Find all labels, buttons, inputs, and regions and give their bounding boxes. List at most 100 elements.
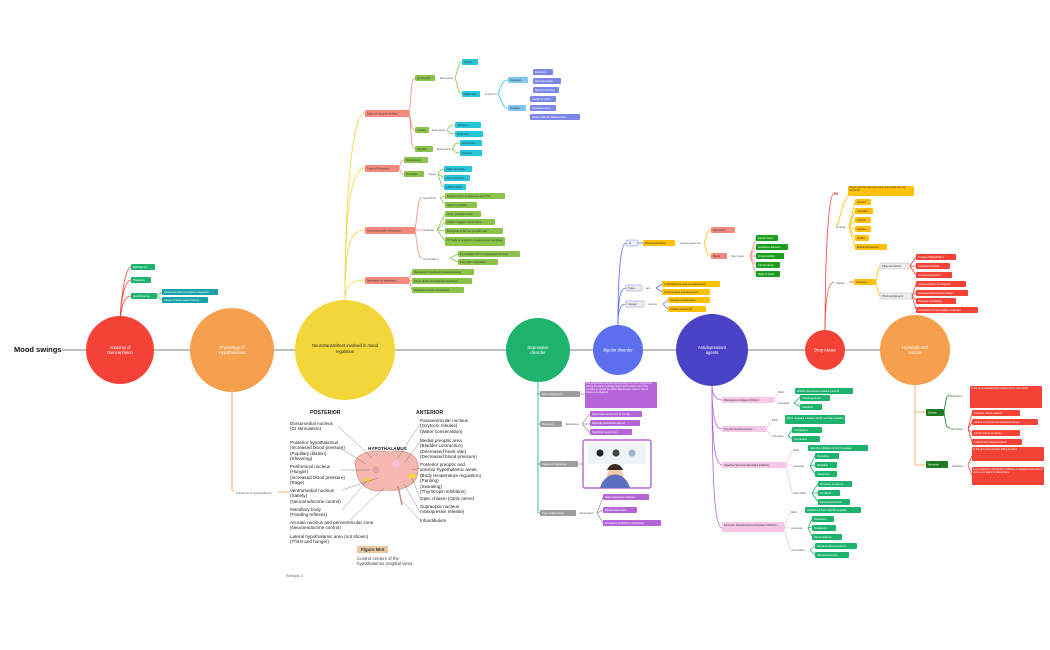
node-snri-e3[interactable] [812, 534, 842, 540]
node-peptides[interactable] [415, 146, 433, 152]
node-r4[interactable] [972, 439, 1022, 445]
node-drug-def[interactable] [848, 186, 914, 196]
node-opioids[interactable] [855, 217, 871, 223]
node-receptors[interactable] [508, 77, 528, 83]
node-control-mood[interactable] [530, 96, 556, 102]
node-m2[interactable] [445, 202, 477, 208]
node-m8[interactable] [458, 259, 498, 265]
node-tca-e2[interactable] [792, 436, 820, 442]
hub-physiology[interactable] [190, 308, 274, 392]
node-nt-metabolism[interactable] [365, 227, 415, 234]
node-p7[interactable] [916, 307, 978, 313]
node-m4[interactable] [756, 262, 780, 268]
node-homicide-def2[interactable] [972, 467, 1044, 485]
node-snri-se2[interactable] [815, 552, 849, 558]
node-mania[interactable] [711, 253, 727, 259]
node-d1[interactable] [412, 269, 474, 275]
node-t2[interactable] [603, 507, 637, 513]
node-maoi-e2[interactable] [800, 404, 822, 410]
node-snri-e1[interactable] [812, 516, 834, 522]
node-m3[interactable] [445, 211, 481, 217]
node-types-receptors[interactable] [365, 165, 399, 172]
node-serotonin[interactable] [455, 122, 481, 128]
node-snri-se1[interactable] [815, 543, 857, 549]
node-tca-moa[interactable] [785, 415, 845, 424]
node-hyp-ans[interactable] [162, 289, 218, 295]
node-anion[interactable] [444, 175, 470, 181]
hub-drug-abuse[interactable] [805, 330, 845, 370]
node-mood-degradation[interactable] [643, 240, 675, 246]
hub-homicide-suicide[interactable] [880, 315, 950, 385]
node-p6[interactable] [916, 298, 956, 304]
node-mech-depression[interactable] [365, 277, 409, 284]
node-hypothalamus[interactable] [131, 293, 157, 299]
node-endorphins[interactable] [460, 140, 482, 146]
node-maoi-e1[interactable] [800, 395, 830, 401]
node-types-nt[interactable] [365, 110, 409, 117]
node-ssri-e1[interactable] [815, 453, 839, 459]
hub-antidepressant[interactable] [676, 314, 748, 386]
node-suicide[interactable] [926, 409, 944, 416]
node-tca-e1[interactable] [792, 427, 822, 433]
node-tolerance[interactable] [854, 279, 876, 285]
node-s1[interactable] [590, 411, 642, 417]
node-ty1[interactable] [662, 281, 720, 287]
node-ssri-e2[interactable] [815, 462, 837, 468]
node-snri-moa[interactable] [805, 507, 861, 513]
node-how-diagnosed[interactable] [540, 391, 580, 397]
node-ssri[interactable] [722, 462, 786, 468]
node-m4[interactable] [445, 219, 495, 225]
node-epithalamus[interactable] [131, 264, 155, 270]
node-causes[interactable] [625, 300, 645, 308]
hub-neuro[interactable] [295, 300, 395, 400]
node-is[interactable] [625, 239, 639, 247]
subtopic-2[interactable]: Subtopic 2 [286, 574, 303, 578]
node-regulates-sleep[interactable] [530, 105, 556, 111]
node-m5[interactable] [445, 228, 503, 234]
node-aminoacids[interactable] [415, 75, 435, 81]
node-diagnose-text[interactable] [585, 382, 657, 408]
node-m3[interactable] [756, 253, 784, 259]
node-d2[interactable] [412, 278, 472, 284]
node-ssri-se2[interactable] [818, 490, 840, 496]
root-topic[interactable]: Mood swings [14, 345, 62, 354]
node-hyp-sleep[interactable] [162, 297, 208, 303]
node-cation[interactable] [444, 166, 472, 172]
node-m6[interactable] [445, 237, 505, 246]
node-t1[interactable] [603, 494, 649, 500]
node-m7[interactable] [458, 251, 520, 257]
node-meth[interactable] [855, 244, 887, 250]
node-p5[interactable] [916, 290, 968, 296]
node-causes-depression[interactable] [540, 461, 578, 467]
node-neuroprotection[interactable] [533, 78, 561, 84]
node-m2[interactable] [756, 244, 788, 250]
node-s2[interactable] [590, 420, 640, 426]
node-maoi-moa[interactable] [795, 388, 853, 394]
node-p4[interactable] [916, 281, 966, 287]
node-mdma[interactable] [855, 235, 869, 241]
node-r1[interactable] [972, 410, 1020, 416]
node-ssri-se3[interactable] [818, 499, 850, 505]
node-r3[interactable] [972, 430, 1020, 436]
node-ampa[interactable] [444, 184, 466, 190]
node-homicide[interactable] [926, 461, 948, 468]
node-m1[interactable] [756, 235, 778, 241]
node-suicide-def[interactable] [970, 386, 1042, 408]
node-m5[interactable] [756, 271, 780, 277]
node-m1[interactable] [445, 193, 505, 199]
node-oxytocin[interactable] [460, 150, 482, 156]
node-r2[interactable] [972, 419, 1038, 425]
node-thalamus[interactable] [131, 277, 151, 283]
node-cannabis[interactable] [855, 208, 873, 214]
node-ssri-e3[interactable] [815, 471, 837, 477]
node-maoi[interactable] [722, 397, 774, 403]
node-amines[interactable] [415, 127, 429, 133]
node-glutamate[interactable] [462, 91, 480, 97]
node-tca[interactable] [722, 426, 766, 432]
node-ssri-moa[interactable] [808, 445, 868, 451]
node-ty2[interactable] [662, 289, 710, 295]
node-snri[interactable] [722, 522, 784, 532]
node-p3[interactable] [916, 272, 952, 278]
node-metabotropic[interactable] [404, 157, 428, 163]
node-type-depression[interactable] [540, 510, 576, 516]
